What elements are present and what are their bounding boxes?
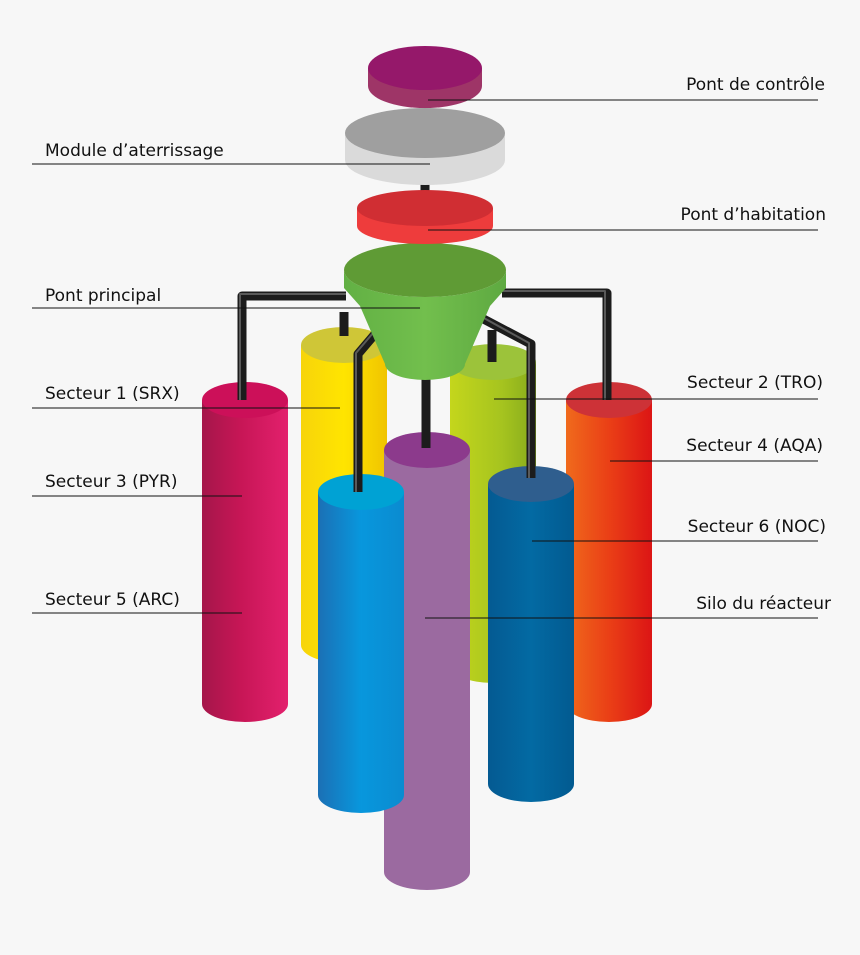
leader-lines — [32, 99, 818, 619]
cylinder-silo-reacteur — [384, 432, 470, 890]
label-pont-principal: Pont principal — [45, 286, 161, 306]
label-secteur-4: Secteur 4 (AQA) — [686, 436, 823, 456]
cylinder-secteur-2 — [566, 382, 652, 722]
cylinder-secteur-1 — [202, 382, 288, 722]
label-secteur-6: Secteur 6 (NOC) — [688, 517, 826, 537]
pont-principal-module — [344, 243, 506, 380]
label-secteur-5: Secteur 5 (ARC) — [45, 590, 180, 610]
module-aterrissage-module — [345, 108, 505, 185]
label-silo-reacteur: Silo du réacteur — [696, 594, 831, 614]
label-secteur-3: Secteur 3 (PYR) — [45, 472, 177, 492]
label-secteur-1: Secteur 1 (SRX) — [45, 384, 180, 404]
pont-controle-module — [368, 46, 482, 108]
cylinder-secteur-6 — [488, 466, 574, 802]
label-secteur-2: Secteur 2 (TRO) — [687, 373, 823, 393]
cylinder-secteur-blue — [318, 474, 404, 813]
label-pont-habitation: Pont d’habitation — [681, 205, 826, 225]
label-module-aterrissage: Module d’aterrissage — [45, 141, 224, 161]
pont-habitation-module — [357, 190, 493, 244]
label-pont-controle: Pont de contrôle — [686, 75, 825, 95]
